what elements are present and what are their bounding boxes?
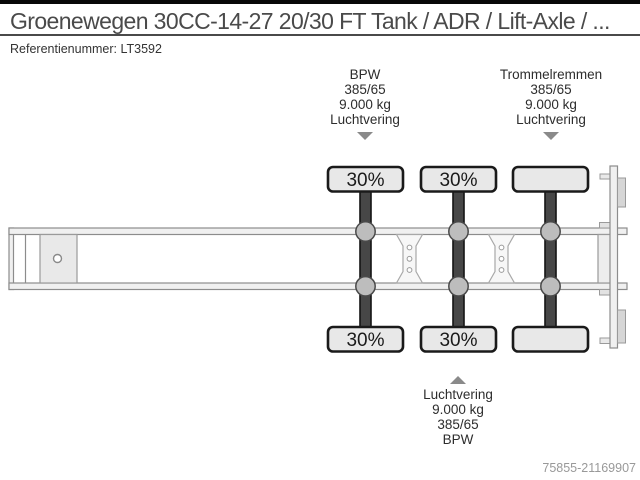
- chassis-front-face: [8, 227, 15, 291]
- cross-member-2: [487, 233, 516, 284]
- annotation-line: 385/65: [344, 82, 386, 97]
- arrow-down-icon: [543, 132, 559, 140]
- axle-2-suspension-front: [448, 221, 469, 242]
- axle-2-tire-top: [419, 165, 498, 193]
- axle-2-bar: [452, 175, 465, 342]
- axle-3: [511, 165, 590, 353]
- annotation-line: BPW: [349, 67, 381, 82]
- axle-2: 30% 30%: [419, 165, 498, 353]
- page-title: Groenewegen 30CC-14-27 20/30 FT Tank / A…: [10, 8, 610, 34]
- axle-1-tire-bottom: [326, 325, 405, 353]
- annotation-line: BPW: [442, 432, 474, 447]
- rear-flap-top: [617, 177, 626, 208]
- axle-3-bar: [544, 175, 557, 342]
- annotation-second-axle: Luchtvering 9.000 kg 385/65 BPW: [388, 376, 528, 447]
- axle-1-tire-top: [326, 165, 405, 193]
- axle-1-suspension-rear: [355, 275, 376, 297]
- rear-tab-top: [599, 222, 611, 229]
- axle-1-load-top: 30%: [346, 170, 384, 191]
- annotation-first-axle: BPW 385/65 9.000 kg Luchtvering: [295, 67, 435, 140]
- arrow-down-icon: [357, 132, 373, 140]
- axle-2-suspension-rear: [448, 275, 469, 297]
- annotation-line: 9.000 kg: [432, 402, 484, 417]
- axle-1-suspension-front: [355, 221, 376, 242]
- axle-3-suspension-front: [540, 221, 561, 242]
- rear-foot-bottom: [599, 337, 611, 344]
- title-divider: [0, 34, 640, 36]
- annotation-line: Luchtvering: [330, 112, 400, 127]
- annotation-line: 9.000 kg: [525, 97, 577, 112]
- annotation-line: Trommelremmen: [499, 67, 603, 82]
- chassis-top-rail: [8, 227, 628, 236]
- annotation-line: Luchtvering: [516, 112, 586, 127]
- axle-3-tire-bottom: [511, 325, 590, 353]
- kingpin: [52, 253, 63, 264]
- annotation-line: 385/65: [437, 417, 479, 432]
- axle-1: 30% 30%: [326, 165, 405, 353]
- rear-tab-bottom: [599, 289, 611, 296]
- arrow-up-icon: [450, 376, 466, 384]
- rear-foot-top: [599, 173, 611, 180]
- cross-member-1: [395, 233, 424, 284]
- rear-bumper-assembly: [597, 165, 626, 349]
- listing-id: 75855-21169907: [542, 461, 636, 475]
- chassis-bottom-rail: [8, 282, 628, 291]
- annotation-line: 9.000 kg: [339, 97, 391, 112]
- axle-1-load-bottom: 30%: [346, 330, 384, 351]
- annotation-third-axle: Trommelremmen 385/65 9.000 kg Luchtverin…: [481, 67, 621, 140]
- rear-flap-bottom: [617, 309, 626, 344]
- top-black-bar: [0, 0, 640, 4]
- annotation-line: 385/65: [530, 82, 572, 97]
- axle-3-suspension-rear: [540, 275, 561, 297]
- axle-2-tire-bottom: [419, 325, 498, 353]
- axle-2-load-bottom: 30%: [439, 330, 477, 351]
- axle-3-tire-top: [511, 165, 590, 193]
- rear-light-bar: [609, 165, 619, 349]
- chassis-frame: [8, 227, 628, 291]
- annotation-line: Luchtvering: [423, 387, 493, 402]
- reference-number: Referentienummer: LT3592: [10, 42, 162, 56]
- axle-1-bar: [359, 175, 372, 342]
- axle-2-load-top: 30%: [439, 170, 477, 191]
